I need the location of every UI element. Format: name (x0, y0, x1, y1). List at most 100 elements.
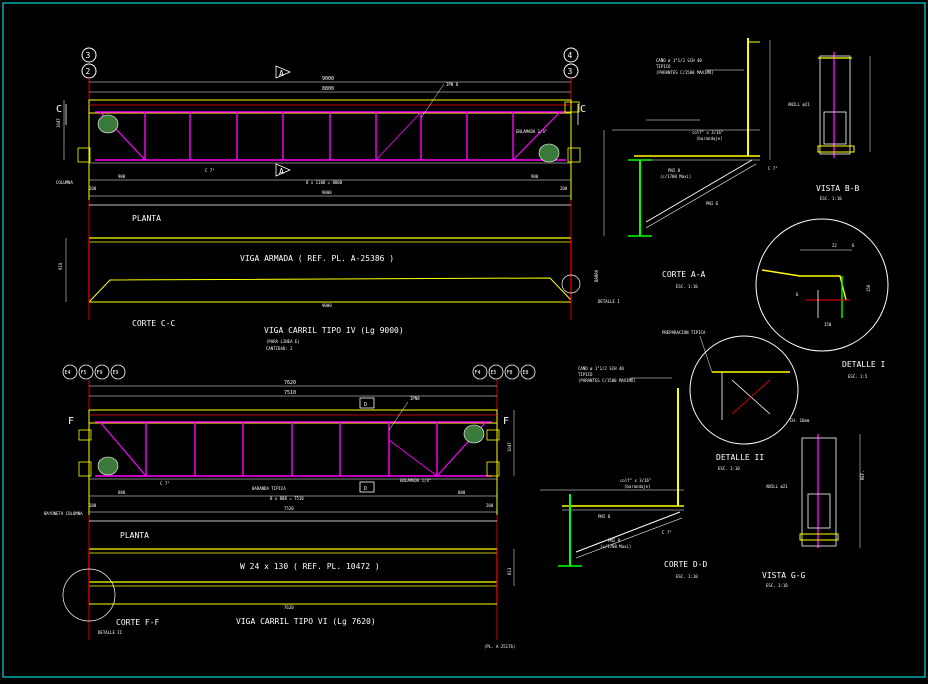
dim-text: 880 (458, 490, 466, 495)
gusset-hatch (97, 114, 119, 134)
height-dim: 1047 (56, 118, 61, 128)
dim-text: 880 (118, 490, 126, 495)
dim-text: 200 (89, 503, 97, 508)
note: CAÑO ø 1"1/2 SCH 40 (578, 366, 624, 371)
section-arrow-label: D (364, 486, 367, 492)
grid-label: E8 (523, 370, 529, 376)
column-outline (801, 437, 837, 547)
dim-text: 150 (866, 284, 871, 292)
leader (420, 83, 445, 119)
bays-dim: 8 x 880 = 7510 (270, 496, 304, 501)
dim-text: 200 (89, 186, 97, 191)
dim-text: 7510 (284, 390, 296, 396)
section-arrow (275, 163, 292, 177)
view-title: VISTA B-B (816, 184, 860, 193)
detail-flange (761, 269, 847, 301)
ref-note: (PL. A-25176) (484, 644, 515, 649)
leader (699, 335, 713, 373)
dim-text: 8800 (322, 86, 334, 92)
note: (barandaje) (624, 484, 651, 489)
beam-top-chord (88, 99, 572, 114)
note: PNI 8 (598, 514, 611, 519)
dim-text: 9000 (322, 76, 334, 82)
vista-bb-group: ANILL ø21 VISTA B-B ESC. 1:10 (788, 52, 871, 201)
depth-dim: 813 (507, 567, 512, 575)
section-arrow (275, 65, 292, 79)
note: PNI 8 (668, 168, 681, 173)
note: (c/1700 Maxi) (660, 174, 691, 179)
dim-text: 150 (824, 322, 832, 327)
detail-callout-circle (561, 274, 581, 294)
corte-dd-group: CAÑO ø 1"1/2 SCH 40 TIPICO (PARANTES C/1… (540, 366, 708, 579)
stiffener (807, 493, 831, 529)
vista-gg-group: ANILL ø21 REF. VISTA G-G ESC. 1:10 (762, 434, 865, 588)
section-arrow-label: A (279, 69, 284, 78)
detail-callout-label: DETALLE II (98, 630, 123, 635)
section-arrow-label: A (279, 167, 284, 176)
height-dim: 1047 (507, 442, 512, 452)
bottom-mark: 9000 (322, 303, 332, 308)
plan-bottom-flange (88, 277, 572, 303)
barandal-note: BARANDA TIPICA (252, 486, 286, 491)
bays-dim: 8 x 1100 = 8800 (306, 180, 343, 185)
note: PREPARACION TIPICA (662, 330, 706, 335)
depth-dim: 910 (58, 262, 63, 270)
view-title: CORTE D-D (664, 560, 708, 569)
grid-label: 2 (86, 67, 91, 76)
brace-note: ENLAMADA 1/4" (400, 478, 431, 483)
dim-text: 7620 (284, 380, 296, 386)
note: TIPICO (656, 64, 671, 69)
column-label: BAYONETA COLUMNA (44, 511, 83, 516)
beam-title: VIGA CARRIL TIPO IV (Lg 9000) (264, 326, 404, 335)
note: PNI 6 (706, 201, 719, 206)
grid-label: 4 (568, 51, 573, 60)
note: (barandaje) (696, 136, 723, 141)
beam-text: VIGA ARMADA ( REF. PL. A-25386 ) (240, 254, 394, 263)
note: colf° x 3/16" (620, 478, 651, 483)
base-plate (817, 145, 855, 153)
detail-circle (689, 335, 799, 445)
section-letter: F (68, 416, 75, 427)
view-scale: ESC. 1:10 (820, 196, 842, 201)
section-letter: F (503, 416, 510, 427)
note: (PARANTES C/1500 MAXIMO) (578, 378, 636, 383)
detail-circle (755, 218, 889, 352)
gusset-hatch (463, 424, 485, 444)
note: PNI 8 (608, 538, 621, 543)
strut (645, 159, 753, 223)
detail-callout-circle (62, 568, 116, 622)
view-scale: ESC. 1:10 (676, 284, 698, 289)
ipn-label: IPN 8 (446, 82, 459, 87)
dim-text: 22 (832, 243, 837, 248)
note: ANILL ø21 (766, 484, 788, 489)
note: (c/1700 Maxi) (600, 544, 631, 549)
grid-label: F4 (475, 370, 481, 376)
note: ANILL ø21 (788, 102, 810, 107)
beam-title: VIGA CARRIL TIPO VI (Lg 7620) (236, 617, 376, 626)
strut (575, 511, 681, 553)
grid-label: F8 (507, 370, 513, 376)
column-plate (567, 147, 581, 163)
stiffener (823, 111, 847, 145)
dim-text: 7520 (284, 506, 294, 511)
section-letter: C (56, 104, 63, 115)
dim-text: 6 (796, 292, 799, 297)
strut (575, 517, 683, 559)
view-title: CORTE A-A (662, 270, 706, 279)
column-plate (77, 147, 91, 163)
diagonal-note: C 7" (205, 168, 215, 173)
grid-label: 3 (86, 51, 91, 60)
beam-qty: CANTIDAD: 2 (266, 346, 293, 351)
note: (PARANTES C/1500 MAXIMO) (656, 70, 714, 75)
dim-text: REF. (860, 470, 865, 480)
detail-strut (731, 379, 771, 415)
ipn-label: IPN8 (410, 396, 420, 401)
column-plate (486, 461, 500, 477)
grid-label: 3 (568, 67, 573, 76)
gusset-hatch (97, 456, 119, 476)
note: C 7" (768, 166, 778, 171)
grid-label: F5 (81, 370, 87, 376)
